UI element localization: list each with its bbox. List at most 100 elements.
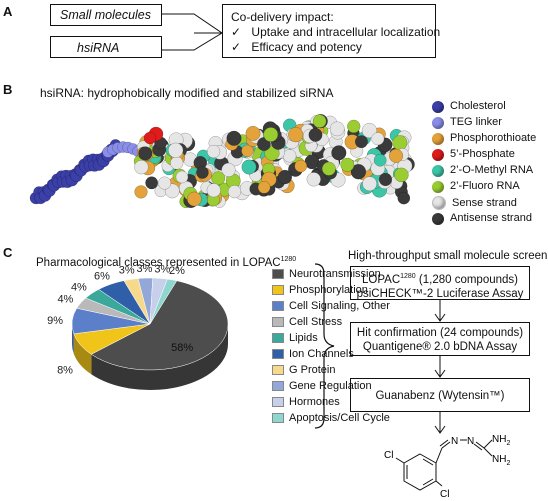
- antisense-atom: [397, 191, 411, 205]
- pie-value-label: 4%: [71, 282, 87, 294]
- pie-value-label: 6%: [94, 271, 110, 283]
- panel-b-legend: Cholesterol TEG linker Phosphorothioate …: [432, 100, 544, 228]
- legend-label: Phosphorothioate: [450, 132, 537, 144]
- sense-atom: [206, 183, 221, 198]
- phosphorothioate-atom: [294, 159, 308, 173]
- phosphorothioate-atom: [241, 144, 254, 158]
- flow-arrows: [434, 300, 446, 434]
- n-atom-1: N: [451, 436, 458, 447]
- antisense-atom: [354, 135, 368, 149]
- check-icon: ✓: [231, 40, 242, 54]
- step3-label: Guanabenz (Wytensin™): [375, 390, 505, 402]
- sense-atom: [371, 132, 385, 146]
- sense-atom: [362, 176, 378, 192]
- pie-legend-swatch: [272, 349, 284, 359]
- legend-sense-strand: Sense strand: [432, 196, 517, 210]
- legend-2-fluoro: 2’-Fluoro RNA: [432, 180, 520, 193]
- pie-slice-side: [73, 333, 92, 375]
- phosphorothioate-atom: [388, 148, 404, 163]
- hsirna-molecule-model: [29, 114, 415, 209]
- pie-legend-item: Ion Channels: [272, 348, 354, 360]
- fluoro-atom: [263, 127, 279, 142]
- omethyl-atom: [241, 159, 257, 175]
- sense-atom: [134, 159, 149, 175]
- pie-legend-swatch: [272, 365, 284, 375]
- pie-legend-item: Neurotransmission: [272, 268, 381, 280]
- pie-legend-label: Ion Channels: [289, 348, 354, 360]
- panel-b-title: hsiRNA: hydrophobically modified and sta…: [40, 86, 334, 100]
- fluoro-atom: [264, 145, 280, 161]
- pie-legend-label: Hormones: [289, 396, 340, 408]
- antisense-atom: [257, 137, 271, 151]
- antisense-atom: [331, 145, 347, 161]
- pie-legend-swatch: [272, 285, 284, 295]
- step2-line1: Hit confirmation (24 compounds): [356, 327, 524, 339]
- hsirna-label: hsiRNA: [77, 41, 120, 55]
- pie-slice-side: [91, 324, 228, 390]
- fluoro-atom: [312, 114, 327, 128]
- cl-bottom: Cl: [440, 489, 449, 500]
- step1-line2: psiCHECK™-2 Luciferase Assay: [356, 287, 524, 300]
- small-molecules-box: Small molecules: [50, 4, 162, 26]
- sense-atom: [157, 176, 172, 190]
- phosphorothioate-atom: [134, 185, 148, 199]
- pie-value-label: 9%: [47, 315, 63, 327]
- sense-atom: [170, 156, 184, 170]
- pie-legend-label: Neurotransmission: [289, 268, 381, 280]
- brace-icon: [314, 263, 335, 429]
- pie-slice-apoptosis-cell-cycle: [149, 278, 178, 325]
- check-icon: ✓: [231, 25, 242, 39]
- legend-label: Antisense strand: [450, 212, 532, 224]
- n-atom-2: N: [467, 436, 474, 447]
- impact-item-1: ✓ Uptake and intracellular localization: [231, 25, 440, 39]
- phosphorothioate-atom: [245, 125, 261, 141]
- cl-top: Cl: [384, 450, 393, 461]
- omethyl-swatch: [432, 164, 444, 177]
- antisense-atom: [138, 146, 153, 161]
- fluoro-atom: [211, 171, 226, 186]
- pie-legend-swatch: [272, 397, 284, 407]
- omethyl-atom: [373, 153, 387, 167]
- sense-atom: [221, 162, 236, 178]
- legend-label: 2’-Fluoro RNA: [450, 180, 520, 192]
- sense-atom: [175, 170, 189, 184]
- pie-legend-swatch: [272, 413, 284, 423]
- fluoro-atom: [340, 157, 355, 172]
- pie-legend-item: Lipids: [272, 332, 318, 344]
- pie-legend-swatch: [272, 301, 284, 311]
- panel-a-letter: A: [3, 4, 13, 19]
- antisense-atom: [277, 169, 293, 185]
- legend-antisense-strand: Antisense strand: [432, 212, 532, 225]
- pie-legend-item: Cell Stress: [272, 316, 342, 328]
- screen-step-guanabenz: Guanabenz (Wytensin™): [350, 378, 530, 412]
- legend-2-o-methyl: 2’-O-Methyl RNA: [432, 164, 533, 177]
- hsirna-box: hsiRNA: [50, 36, 162, 58]
- pie-title-sup: 1280: [280, 256, 297, 263]
- panel-a-connector: [162, 13, 223, 51]
- impact-item-2-label: Efficacy and potency: [251, 40, 362, 54]
- fluoro-swatch: [432, 180, 444, 193]
- lopac-pie-chart: 58%8%9%4%4%6%3%3%3%2%: [47, 263, 229, 390]
- phosphorothioate-swatch: [432, 132, 444, 145]
- step1-line1: LOPAC1280 (1,280 compounds): [361, 273, 518, 286]
- flow-title: High-throughput small molecule screen: [348, 250, 548, 262]
- nh2-top: NH2: [492, 434, 510, 447]
- guanabenz-structure: N N NH2 NH2 Cl Cl: [384, 434, 510, 500]
- pie-value-label: 3%: [154, 263, 170, 275]
- sense-atom: [306, 172, 321, 187]
- pie-value-label: 3%: [136, 263, 152, 275]
- step2-line2: Quantigene® 2.0 bDNA Assay: [362, 341, 518, 353]
- legend-label: TEG linker: [450, 116, 502, 128]
- pie-value-label: 3%: [119, 265, 135, 277]
- screen-step-lopac: LOPAC1280 (1,280 compounds) psiCHECK™-2 …: [350, 266, 530, 300]
- antisense-atom: [145, 176, 159, 190]
- pie-value-label: 2%: [169, 265, 185, 277]
- pie-value-label: 4%: [57, 293, 73, 305]
- phosphorothioate-atom: [288, 127, 304, 143]
- panel-b-letter: B: [3, 82, 13, 97]
- sense-atom: [329, 121, 345, 137]
- sense-swatch: [432, 196, 446, 210]
- fluoro-atom: [321, 161, 336, 176]
- legend-label: Cholesterol: [450, 100, 506, 112]
- sense-atom: [227, 185, 242, 199]
